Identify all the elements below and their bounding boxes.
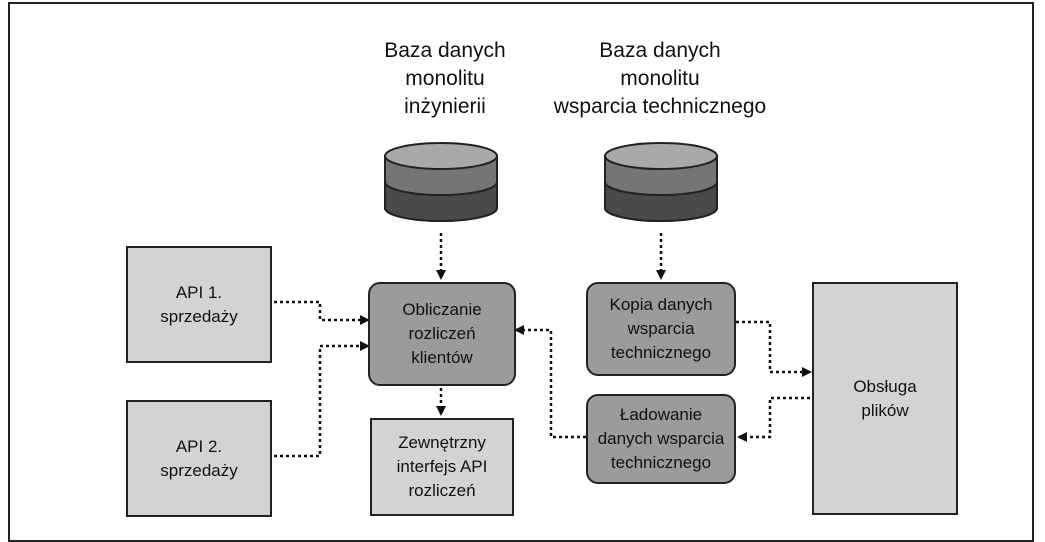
file-handling-label: Obsługa plików — [853, 376, 917, 420]
edge-files-to-load — [737, 396, 810, 442]
support-copy-label: Kopia danych wsparcia technicznego — [609, 295, 713, 362]
support-load-label: Ładowanie danych wsparcia technicznego — [597, 405, 725, 472]
db-support-label: Baza danych monolitu wsparcia techniczne… — [545, 37, 775, 121]
api-sales-2-box: API 2. sprzedaży — [126, 400, 272, 517]
file-handling-box: Obsługa plików — [812, 282, 958, 515]
api-sales-1-box: API 1. sprzedaży — [126, 246, 272, 363]
edge-load-to-billing — [514, 325, 586, 439]
diagram-connectors — [274, 142, 812, 458]
support-copy-box: Kopia danych wsparcia technicznego — [586, 282, 736, 376]
db-engineering-cylinder-icon — [384, 142, 498, 222]
api-sales-2-label: API 2. sprzedaży — [160, 436, 238, 480]
db-engineering-label-line2: monolitu — [405, 67, 485, 90]
db-engineering-label-line3: inżynierii — [404, 95, 486, 118]
db-support-label-line2: monolitu — [620, 67, 700, 90]
db-support-label-line3: wsparcia technicznego — [553, 95, 767, 118]
db-engineering-label-line1: Baza danych — [384, 39, 506, 62]
db-engineering-label: Baza danych monolitu inżynierii — [345, 37, 545, 121]
billing-calc-label: Obliczanie rozliczeń klientów — [402, 300, 482, 367]
api-sales-1-label: API 1. sprzedaży — [160, 282, 238, 326]
external-api-box: Zewnętrzny interfejs API rozliczeń — [370, 418, 514, 516]
billing-calc-box: Obliczanie rozliczeń klientów — [368, 282, 516, 386]
edge-copy-to-files — [736, 320, 812, 377]
edge-api1-to-billing — [274, 300, 370, 325]
support-load-box: Ładowanie danych wsparcia technicznego — [586, 394, 736, 484]
external-api-label: Zewnętrzny interfejs API rozliczeń — [396, 433, 488, 500]
db-support-cylinder-icon — [604, 142, 718, 222]
edge-api2-to-billing — [274, 341, 370, 458]
db-support-label-line1: Baza danych — [599, 39, 721, 62]
